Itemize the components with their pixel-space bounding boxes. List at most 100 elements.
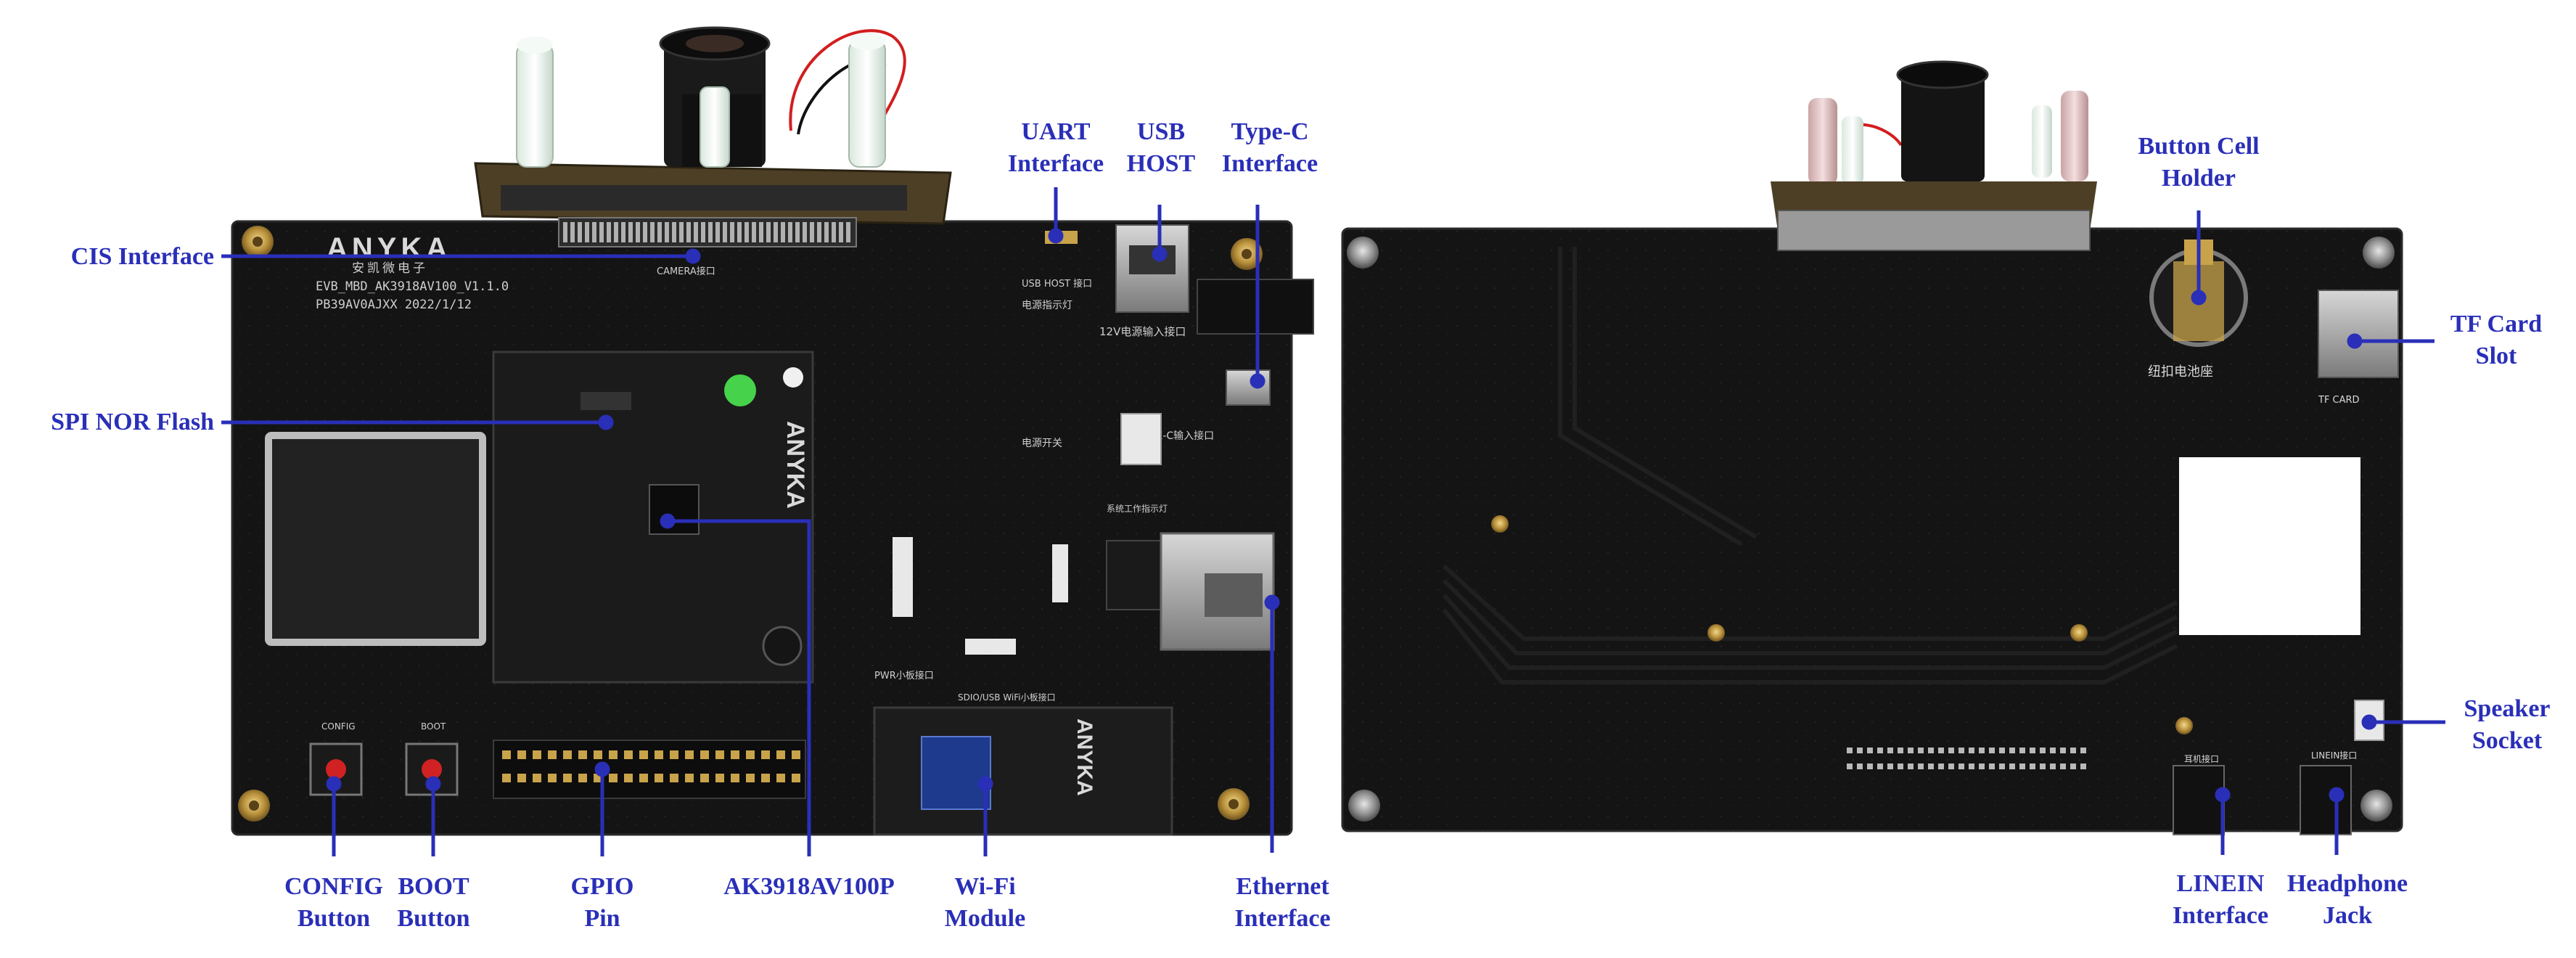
silk-headphone: 耳机接口 (2184, 753, 2219, 764)
gpio-pin (670, 750, 678, 759)
gpio-pin (502, 774, 511, 782)
label-speaker-socket: Speaker Socket (2445, 693, 2569, 757)
cis-pin (599, 222, 604, 242)
label-wifi-module: Wi-Fi Module (929, 871, 1041, 935)
soc-chip (649, 484, 700, 535)
cis-pin (657, 222, 662, 242)
cis-pin (628, 222, 633, 242)
label-typec-line-2: Interface (1221, 150, 1318, 177)
test-point (1908, 748, 1913, 753)
test-point (1948, 748, 1954, 753)
test-point (1847, 748, 1853, 753)
label-ethernet-line-2: Interface (1234, 905, 1331, 932)
gpio-pin (731, 750, 739, 759)
cis-pin (643, 222, 647, 242)
gpio-pin (792, 750, 800, 759)
pwr-connector (893, 537, 913, 617)
gpio-pin (639, 750, 648, 759)
test-point (1847, 763, 1853, 769)
cis-pin (578, 222, 582, 242)
back-connector (1777, 210, 2091, 251)
test-point (1989, 763, 1995, 769)
test-point (2050, 763, 2056, 769)
leader-headphone-dot (2329, 787, 2345, 803)
cis-pin (832, 222, 836, 242)
label-tf-line-2: Slot (2475, 343, 2517, 369)
cis-pin (665, 222, 669, 242)
gpio-pin (548, 774, 557, 782)
leader-ethernet-dot (1264, 594, 1280, 610)
front-board: ANYKA 安凯微电子 EVB_MBD_AK3918AV100_V1.1.0 P… (231, 26, 1314, 836)
test-point (1908, 763, 1913, 769)
gpio-pin (578, 774, 587, 782)
label-config-line-1: CONFIG (284, 873, 383, 900)
leader-soc-dot (660, 513, 676, 529)
tf-card-slot-part (2318, 290, 2399, 378)
label-uart-interface: UART Interface (994, 116, 1117, 180)
label-spi-nor-flash: SPI NOR Flash (7, 406, 214, 438)
label-button-cell-line-1: Button Cell (2138, 133, 2260, 160)
test-point (2030, 763, 2035, 769)
front-mounting-screws (238, 226, 1263, 822)
cis-pin (672, 222, 676, 242)
label-headphone-line-2: Jack (2323, 902, 2372, 929)
label-soc: AK3918AV100P (697, 871, 922, 903)
label-spi-line-1: SPI NOR Flash (51, 409, 214, 435)
silk-usb-host: USB HOST 接口 (1022, 278, 1092, 290)
cis-pin (774, 222, 778, 242)
boot-button-part (405, 742, 459, 796)
cis-pin (715, 222, 720, 242)
cis-pin (614, 222, 618, 242)
cis-connector-pins (563, 222, 850, 242)
gpio-pin (776, 750, 785, 759)
back-camera-sensor (1771, 60, 2097, 251)
label-speaker-line-2: Socket (2472, 727, 2543, 754)
gpio-pin (624, 774, 633, 782)
test-point (1877, 748, 1883, 753)
gpio-pin (792, 774, 800, 782)
test-point (2060, 763, 2066, 769)
test-point (1898, 763, 1903, 769)
label-linein-interface: LINEIN Interface (2152, 868, 2289, 932)
test-point (1867, 748, 1873, 753)
leader-wifi-dot (977, 776, 993, 792)
silk-linein: LINEIN接口 (2311, 750, 2357, 761)
front-model: EVB_MBD_AK3918AV100_V1.1.0 (316, 279, 509, 294)
label-headphone-jack: Headphone Jack (2271, 868, 2424, 932)
front-brand-cn: 安凯微电子 (352, 261, 428, 276)
label-usb-line-2: HOST (1126, 150, 1196, 177)
leader-button-cell-dot (2191, 290, 2207, 306)
cis-pin (708, 222, 713, 242)
leader-config-dot (326, 776, 342, 792)
gpio-pin (655, 750, 663, 759)
cis-pin (730, 222, 734, 242)
cis-pin (759, 222, 763, 242)
spi-flash-chip (581, 392, 631, 410)
ethernet-port (1106, 532, 1275, 651)
test-point (1969, 763, 1974, 769)
leader-speaker-dot (2361, 714, 2377, 730)
label-usb-host: USB HOST (1117, 116, 1205, 180)
typec-port (1226, 369, 1271, 406)
gpio-pin (594, 750, 602, 759)
silk-boot: BOOT (421, 721, 446, 732)
silk-pwr-board: PWR小板接口 (874, 670, 934, 681)
side-connector (1052, 544, 1068, 602)
cis-pin (585, 222, 589, 242)
label-headphone-line-1: Headphone (2286, 870, 2408, 897)
leader-cis-dot (685, 248, 701, 264)
test-point (1958, 748, 1964, 753)
gpio-pin (715, 750, 724, 759)
label-button-cell-line-2: Holder (2162, 165, 2236, 192)
gpio-pin (761, 774, 770, 782)
test-point (1867, 763, 1873, 769)
gpio-pin (563, 774, 572, 782)
cis-pin (607, 222, 611, 242)
cis-pin (745, 222, 749, 242)
front-serial: PB39AV0AJXX 2022/1/12 (316, 298, 472, 312)
silk-dc-in: 12V电源输入接口 (1099, 325, 1186, 338)
test-point (2080, 763, 2086, 769)
test-point (2009, 748, 2015, 753)
cis-pin (839, 222, 843, 242)
gpio-pin (563, 750, 572, 759)
